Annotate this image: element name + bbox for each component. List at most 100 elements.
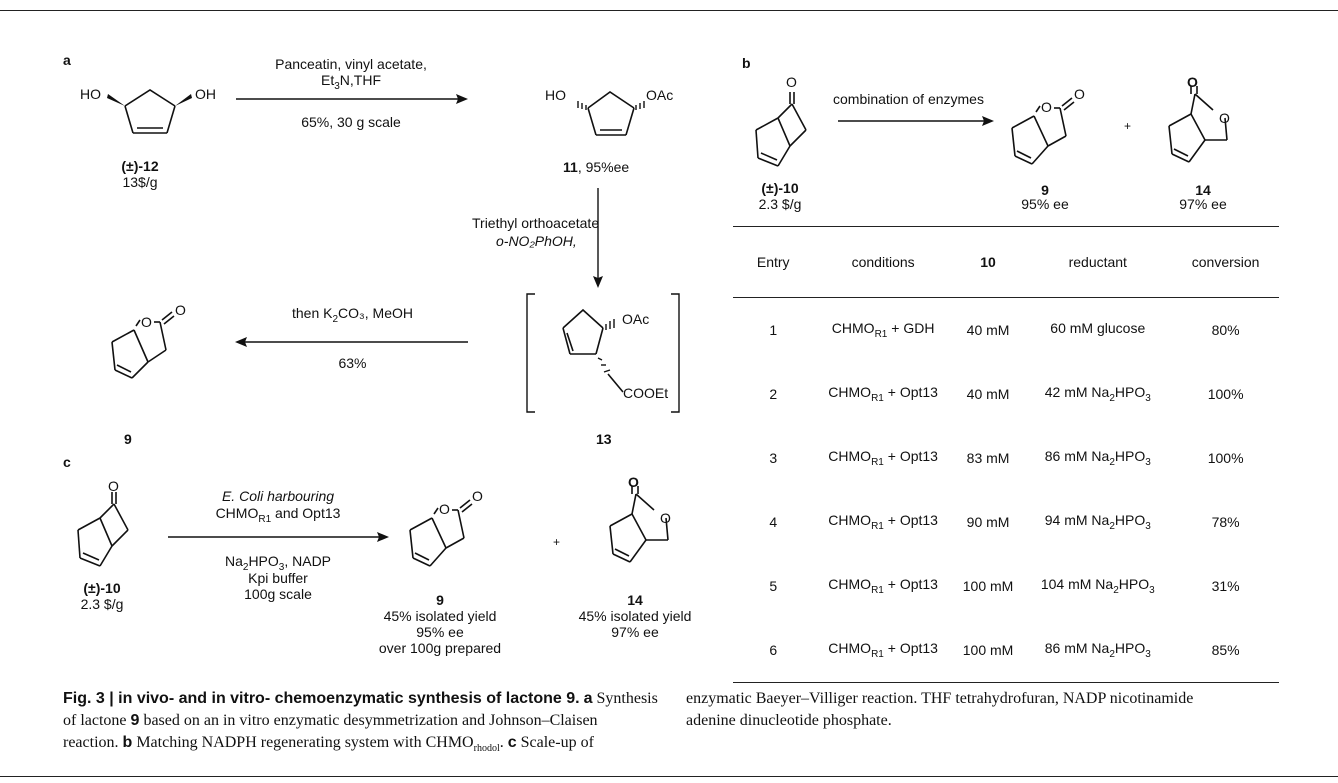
compound-11-ho: HO (545, 87, 566, 103)
caption-left: Fig. 3 | in vivo- and in vitro- chemoenz… (63, 690, 658, 755)
table-row: 3 CHMOR1 + Opt13 83 mM 86 mM Na2HPO3 100% (733, 426, 1279, 490)
panel-c-cond-1: E. Coli harbouring (221, 488, 335, 504)
cell-concentration: 40 mM (966, 386, 1010, 402)
compound-9c-ee: 95% ee (416, 624, 464, 640)
cell-entry: 5 (769, 578, 778, 594)
compound-9c-prepared: over 100g prepared (378, 640, 502, 656)
step1-reagents-1: Panceatin, vinyl acetate, (275, 56, 427, 72)
cell-concentration: 83 mM (966, 450, 1010, 466)
cell-reductant: 94 mM Na2HPO3 (1044, 512, 1151, 532)
panel-c-cond-5: 100g scale (244, 586, 312, 602)
header-10: 10 (952, 226, 1024, 298)
panel-a-label: a (63, 52, 71, 68)
compound-13-name: 13 (596, 431, 612, 447)
cell-concentration: 40 mM (966, 322, 1010, 338)
table-row: 4 CHMOR1 + Opt13 90 mM 94 mM Na2HPO3 78% (733, 490, 1279, 554)
compound-14c-carbonyl-o: O (628, 474, 639, 490)
panel-c-cond-3: Na2HPO3, NADP (224, 553, 332, 573)
compound-14c-structure (609, 486, 669, 563)
panel-b-label: b (742, 55, 751, 71)
compound-10c-price: 2.3 $/g (80, 596, 124, 612)
step2-reagents-1: Triethyl orthoacetate (472, 215, 600, 231)
compound-14c-ee: 97% ee (611, 624, 659, 640)
cell-conditions: CHMOR1 + Opt13 (813, 618, 953, 683)
step3-reagents: then K2CO₃, MeOH (292, 305, 413, 325)
compound-14b-carbonyl-o: O (1187, 74, 1198, 90)
cell-conversion: 85% (1172, 618, 1279, 683)
compound-10c-o: O (108, 478, 119, 494)
compound-10c-name: (±)-10 (83, 580, 121, 596)
header-entry: Entry (733, 226, 814, 298)
caption-right: enzymatic Baeyer–Villiger reaction. THF … (686, 690, 1194, 729)
compound-13-cooet: COOEt (623, 385, 669, 401)
header-conversion: conversion (1172, 226, 1279, 298)
cell-conditions: CHMOR1 + Opt13 (828, 384, 938, 404)
compound-9b-structure (1011, 97, 1075, 165)
arrow-step1 (236, 94, 468, 104)
compound-9b-ring-o: O (1041, 99, 1052, 115)
compound-14c-ring-o: O (660, 510, 671, 526)
table-row: 1 CHMOR1 + GDH 40 mM 60 mM glucose 80% (733, 298, 1279, 363)
cell-conversion: 80% (1211, 322, 1240, 338)
cell-conversion: 100% (1207, 450, 1244, 466)
table-row: 5 CHMOR1 + Opt13 100 mM 104 mM Na2HPO3 31% (733, 554, 1279, 618)
cell-entry: 4 (769, 514, 778, 530)
compound-9c-name: 9 (436, 592, 444, 608)
compound-14b-structure (1168, 86, 1228, 163)
cell-reductant: 60 mM glucose (1050, 320, 1146, 337)
caption-fig-title: Fig. 3 | in vivo- and in vitro- chemoenz… (63, 690, 580, 707)
header-conditions: conditions (813, 226, 953, 298)
compound-14c-yield: 45% isolated yield (578, 608, 692, 624)
cell-conditions: CHMOR1 + Opt13 (828, 576, 938, 596)
header-reductant: reductant (1023, 226, 1173, 298)
compound-10b-name: (±)-10 (761, 180, 799, 196)
compound-12-price: 13$/g (122, 174, 158, 190)
compound-10c-structure (77, 492, 129, 567)
cell-concentration: 100 mM (962, 578, 1014, 594)
arrow-step3 (235, 337, 468, 347)
bottom-rule (0, 776, 1338, 777)
compound-13-structure (526, 293, 680, 413)
step3-yield: 63% (338, 355, 367, 371)
panel-c-cond-2: CHMOR1 and Opt13 (215, 505, 341, 525)
compound-14c-name: 14 (627, 592, 643, 608)
panel-c-cond-4: Kpi buffer (248, 570, 308, 586)
arrow-panel-b-text: combination of enzymes (833, 91, 984, 107)
compound-9c-carbonyl-o: O (472, 488, 483, 504)
compound-9c-ring-o: O (439, 501, 450, 517)
cell-conditions: CHMOR1 + Opt13 (828, 512, 938, 532)
arrow-panel-c (168, 532, 389, 542)
cell-concentration: 90 mM (966, 514, 1010, 530)
compound-12-oh: OH (195, 86, 216, 102)
cell-conversion: 78% (1211, 514, 1240, 530)
step2-reagents-2: o-NO₂PhOH, (496, 233, 577, 249)
cell-entry: 2 (769, 386, 778, 402)
cell-entry: 3 (769, 450, 778, 466)
panel-c-label: c (63, 454, 71, 470)
cell-conditions: CHMOR1 + Opt13 (828, 448, 938, 468)
cell-reductant: 86 mM Na2HPO3 (1044, 448, 1151, 468)
cell-conditions: CHMOR1 + GDH (831, 320, 935, 340)
compound-11-label: 11, 95%ee (563, 159, 630, 175)
arrow-step2 (593, 188, 603, 288)
cell-reductant: 86 mM Na2HPO3 (1023, 618, 1173, 683)
plus-panel-b: + (1124, 119, 1132, 133)
compound-14b-ring-o: O (1219, 110, 1230, 126)
step1-reagents-2: Et3N,THF (320, 72, 381, 92)
arrow-panel-b (838, 116, 994, 126)
table-header-row: Entry conditions 10 reductant conversion (733, 226, 1279, 298)
compound-9c-structure (409, 499, 473, 567)
compound-10b-structure (755, 92, 807, 167)
compound-10b-price: 2.3 $/g (758, 196, 802, 212)
top-rule (0, 10, 1338, 11)
compound-9a-structure (111, 311, 175, 379)
cell-reductant: 104 mM Na2HPO3 (1040, 576, 1155, 596)
compound-13-oac: OAc (622, 311, 650, 327)
compound-9b-ee: 95% ee (1021, 196, 1069, 212)
compound-9b-name: 9 (1041, 182, 1049, 198)
cell-reductant: 42 mM Na2HPO3 (1044, 384, 1151, 404)
cell-entry: 1 (769, 322, 778, 338)
cell-conversion: 31% (1211, 578, 1240, 594)
